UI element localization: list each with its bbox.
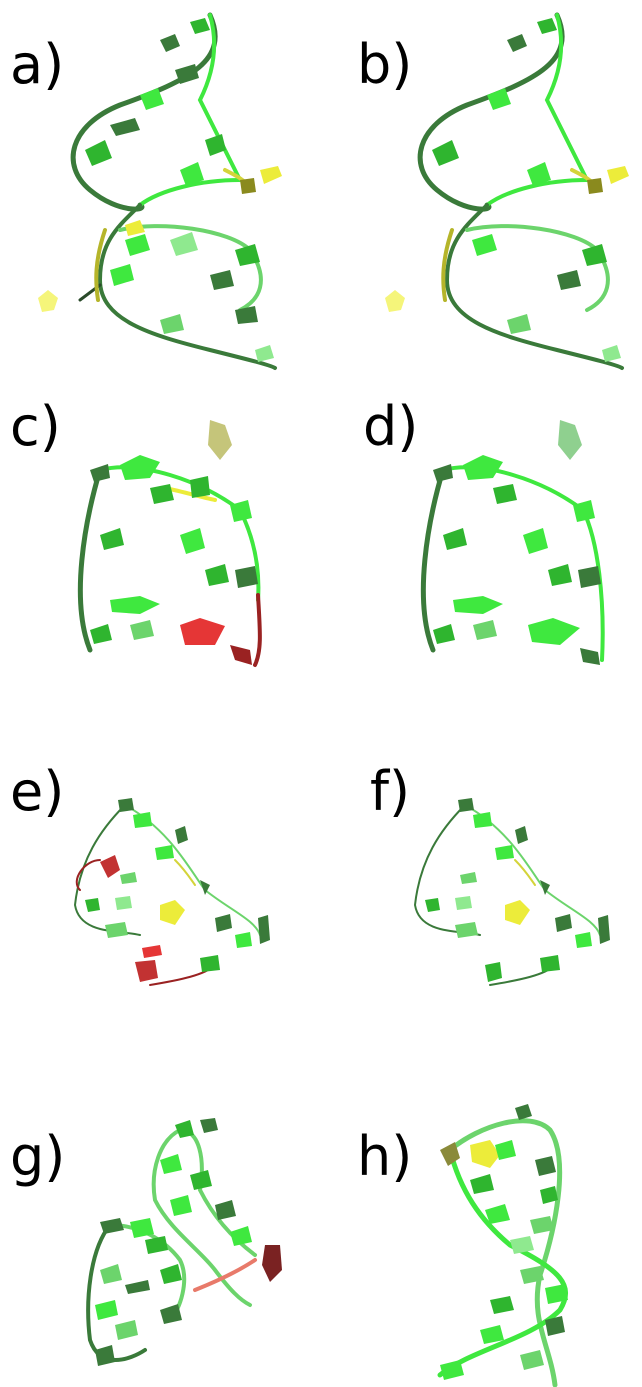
panel-label-g: g) xyxy=(10,1125,66,1188)
panel-f-bases xyxy=(425,798,610,982)
panel-c-bases xyxy=(90,420,258,665)
panel-label-h: h) xyxy=(357,1125,413,1188)
panel-g-bases xyxy=(95,1118,282,1366)
panel-label-e: e) xyxy=(10,760,65,823)
panel-label-d: d) xyxy=(363,395,419,458)
panel-h-bases xyxy=(440,1104,568,1380)
panel-b-bases xyxy=(385,18,629,362)
panel-label-f: f) xyxy=(370,760,411,823)
panel-a-bases xyxy=(38,18,282,362)
panel-d-bases xyxy=(433,420,601,665)
panel-a-backbone xyxy=(70,12,277,370)
panel-label-c: c) xyxy=(10,395,61,458)
panel-label-b: b) xyxy=(357,33,413,96)
panel-label-a: a) xyxy=(10,33,65,96)
panel-e-bases xyxy=(85,798,270,982)
